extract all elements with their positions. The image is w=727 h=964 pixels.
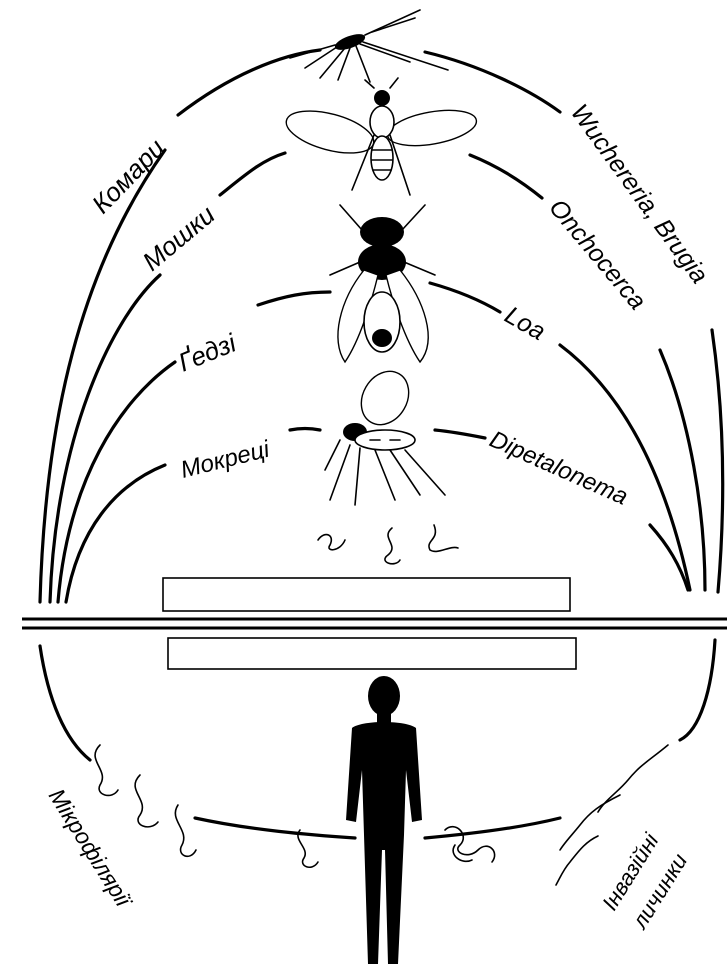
mosquito-icon [290, 10, 448, 82]
lower-label-box [168, 638, 576, 669]
arc-horseflies-left-top [258, 292, 330, 305]
label-loa: Loa [500, 301, 550, 346]
arc-onchocerca-right-top [470, 155, 542, 198]
arc-lower-left-bottom [195, 818, 355, 838]
arc-mosquitoes-left-top [178, 50, 320, 115]
arc-blackflies-left-top [220, 153, 285, 195]
microfilariae-icon [95, 745, 318, 867]
label-midges: Мокреці [178, 436, 273, 484]
divider-line [22, 619, 727, 628]
upper-right-arcs [425, 52, 723, 592]
label-microfilariae: Мікрофілярії [44, 784, 138, 913]
label-horseflies: Ґедзі [174, 327, 241, 377]
arc-midges-left-top [290, 429, 320, 431]
horsefly-icon [330, 205, 435, 362]
human-silhouette-icon [346, 676, 422, 964]
arc-lower-right-bottom [425, 818, 560, 838]
arc-wuchereria-right-top [425, 52, 560, 112]
upper-left-arcs [40, 50, 330, 602]
arc-dipetalonema-right-top [435, 430, 485, 438]
arc-mosquitoes-left [40, 150, 165, 602]
label-mosquitoes: Комари [86, 133, 171, 219]
arc-lower-left [40, 646, 90, 760]
label-blackflies: Мошки [137, 199, 221, 276]
midge-icon [325, 363, 445, 505]
upper-label-box [163, 578, 570, 611]
arc-loa-right-top [430, 283, 500, 312]
arc-wuchereria-right [712, 330, 723, 592]
arc-lower-right [680, 640, 715, 740]
blackfly-icon [282, 78, 479, 195]
larva-icon [318, 525, 458, 564]
arc-midges-left [66, 465, 165, 602]
label-dipetalonema: Dipetalonema [486, 426, 632, 511]
